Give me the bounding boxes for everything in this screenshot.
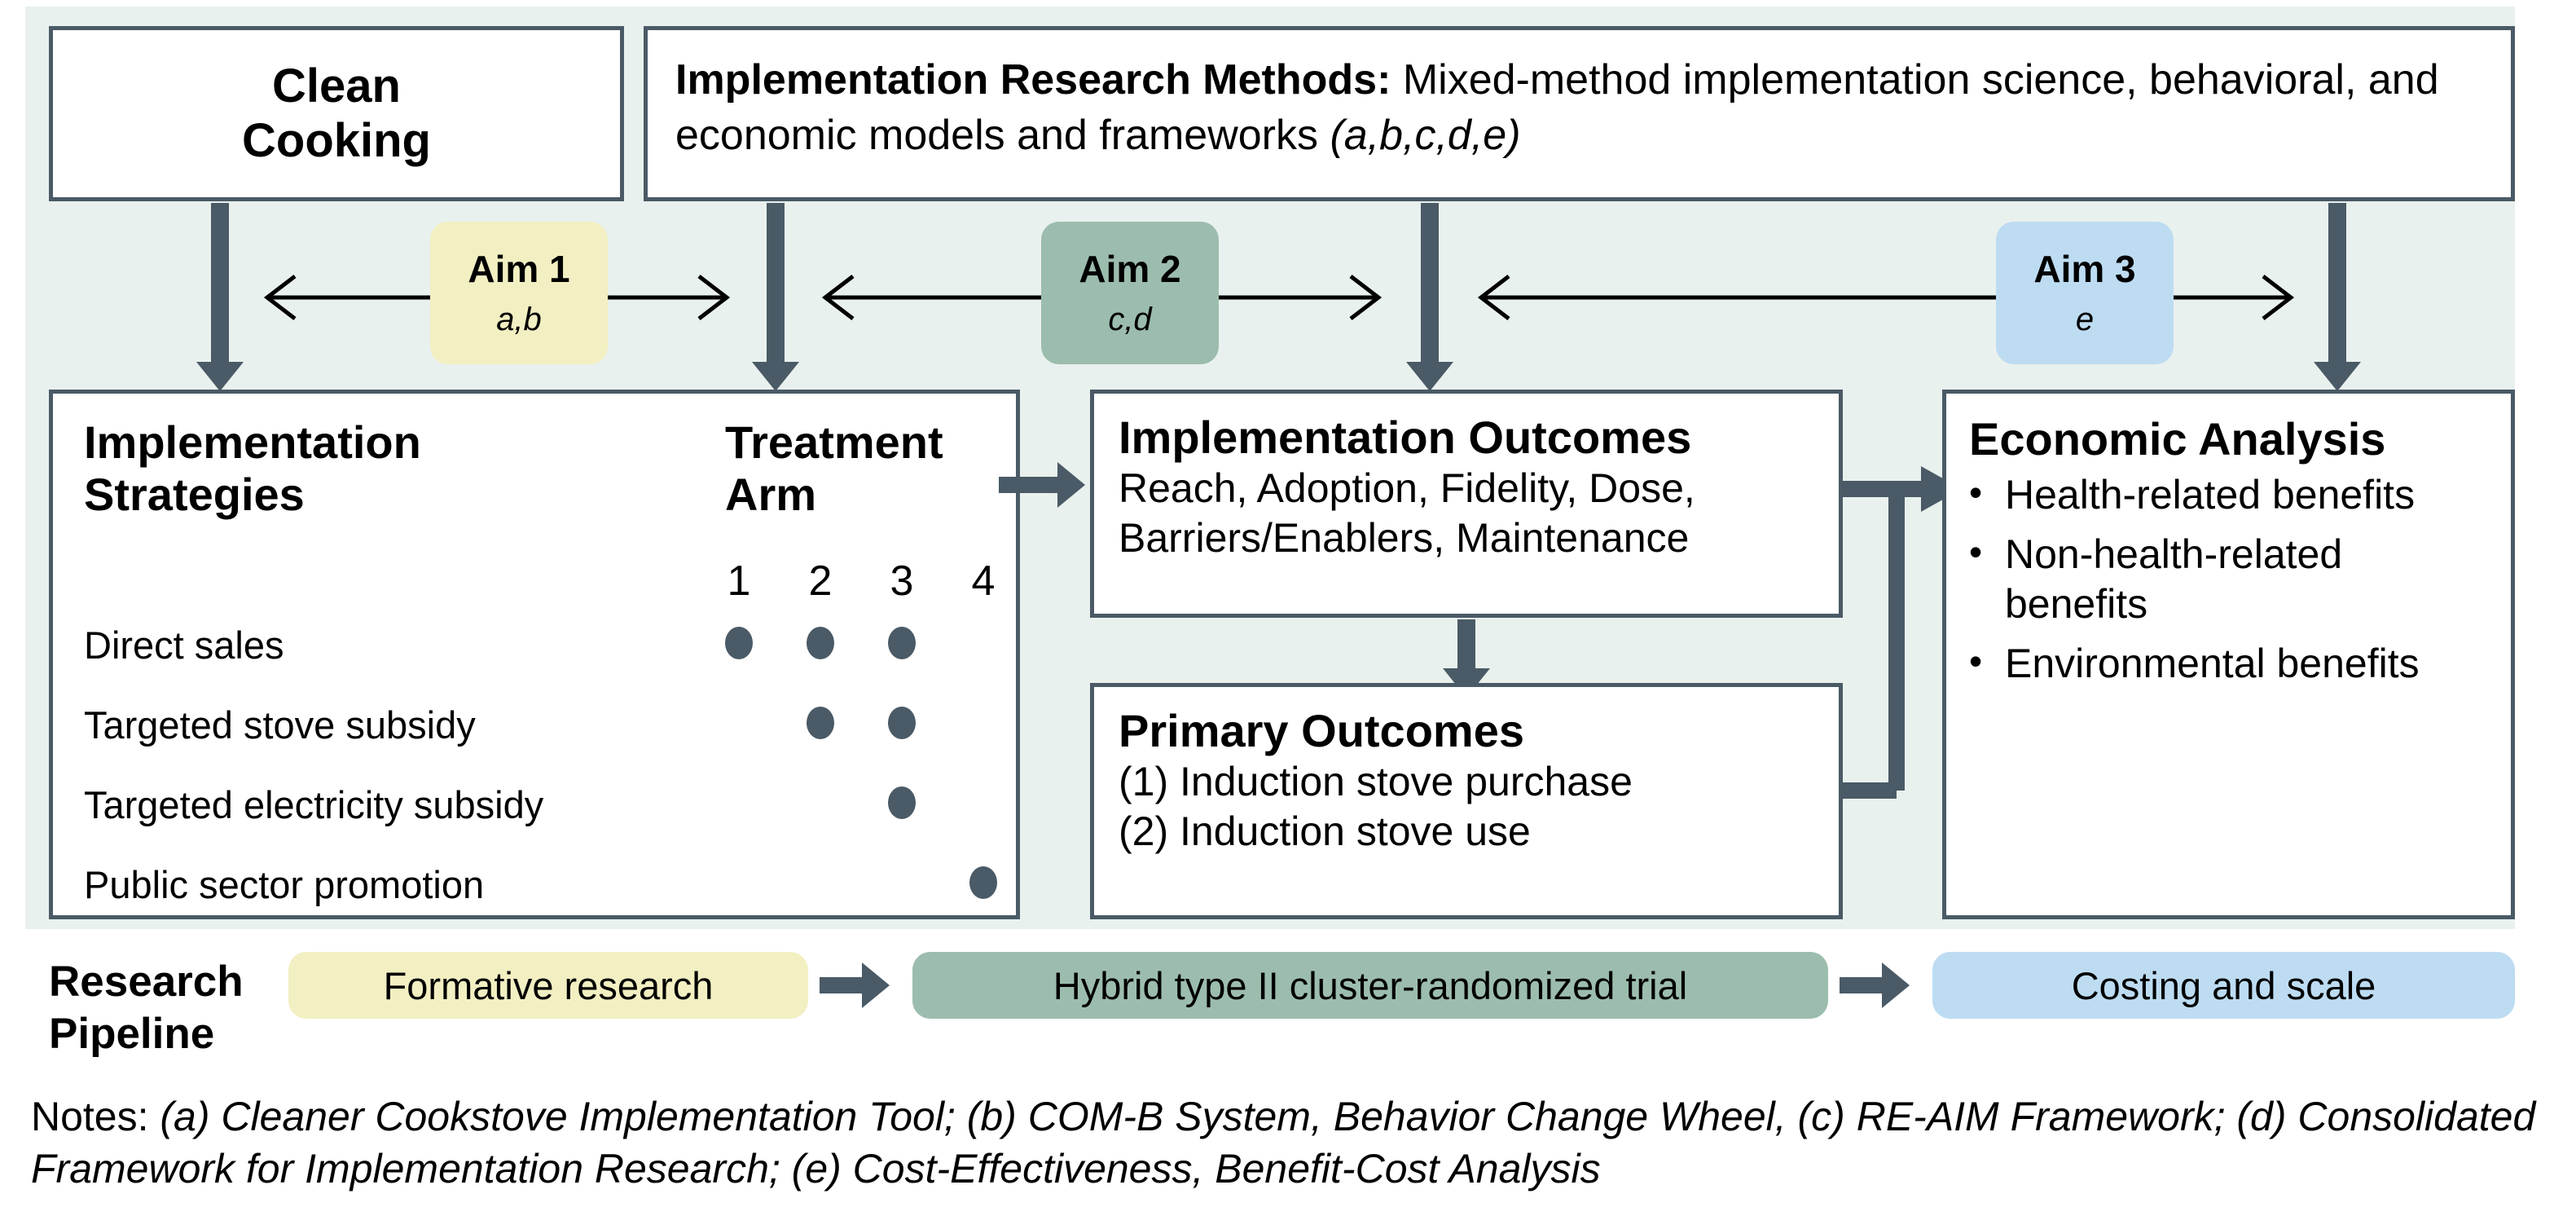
- aim-2-pill[interactable]: Aim 2 c,d: [1041, 222, 1219, 364]
- aim-1-pill[interactable]: Aim 1 a,b: [430, 222, 608, 364]
- connector-outcomes-to-economic: [1843, 466, 1962, 799]
- aim-2-name: Aim 2: [1079, 248, 1181, 291]
- matrix-dot: [888, 786, 916, 819]
- arrow-methods-to-strategies: [767, 203, 785, 363]
- economic-bullet-2: Non-health-related benefits: [2005, 531, 2343, 628]
- pipeline-stage-formative-research[interactable]: Formative research: [288, 952, 808, 1019]
- clean-cooking-box: Clean Cooking: [49, 26, 624, 201]
- implementation-research-methods-box: Implementation Research Methods: Mixed-m…: [644, 26, 2515, 201]
- pipeline-stage-costing-and-scale[interactable]: Costing and scale: [1932, 952, 2515, 1019]
- arrow-outcomes-to-primary: [1457, 619, 1475, 670]
- aim-3-pill[interactable]: Aim 3 e: [1996, 222, 2174, 364]
- strategies-title-line1: Implementation: [84, 416, 421, 468]
- arrow-methods-to-outcomes: [1421, 203, 1439, 363]
- bullet-marker-icon: •: [1969, 531, 1983, 574]
- notes-block: Notes: (a) Cleaner Cookstove Implementat…: [31, 1090, 2548, 1195]
- pipeline-stage-hybrid-trial[interactable]: Hybrid type II cluster-randomized trial: [912, 952, 1828, 1019]
- strategy-row-label-4: Public sector promotion: [84, 863, 485, 906]
- pipeline-stage-label: Costing and scale: [2071, 963, 2376, 1007]
- matrix-dot: [969, 866, 997, 899]
- primary-outcomes-line2: (2) Induction stove use: [1119, 808, 1531, 855]
- primary-outcomes-line1: (1) Induction stove purchase: [1119, 759, 1633, 805]
- aim-3-refs: e: [2075, 301, 2095, 337]
- economic-analysis-box: Economic Analysis • Health-related benef…: [1942, 390, 2515, 919]
- strategies-title-line2: Strategies: [84, 469, 305, 521]
- matrix-dot: [807, 627, 834, 659]
- economic-bullet-1: Health-related benefits: [2005, 472, 2416, 518]
- primary-outcomes-title: Primary Outcomes: [1119, 705, 1524, 756]
- clean-cooking-line1: Clean: [272, 59, 401, 112]
- arm-number-3: 3: [890, 557, 914, 605]
- implementation-outcomes-title: Implementation Outcomes: [1119, 412, 1692, 463]
- methods-label: Implementation Research Methods:: [675, 56, 1391, 104]
- strategies-title: Implementation Strategies: [84, 416, 421, 522]
- methods-body: Mixed-method implementation science, beh…: [675, 56, 2439, 159]
- arrow-methods-to-economic: [2328, 203, 2346, 363]
- arm-number-2: 2: [808, 557, 833, 605]
- research-pipeline-label-line2: Pipeline: [49, 1009, 215, 1058]
- strategy-row-label-2: Targeted stove subsidy: [84, 703, 476, 747]
- clean-cooking-line2: Cooking: [242, 113, 431, 167]
- notes-text: (a) Cleaner Cookstove Implementation Too…: [31, 1094, 2536, 1192]
- implementation-outcomes-line1: Reach, Adoption, Fidelity, Dose,: [1119, 465, 1695, 512]
- arrow-pipeline-2-to-3: [1840, 977, 1884, 993]
- bullet-marker-icon: •: [1969, 471, 1983, 514]
- aim3-span-arrow: [1477, 275, 2295, 320]
- aim-2-refs: c,d: [1108, 301, 1152, 337]
- methods-refs: (a,b,c,d,e): [1330, 111, 1521, 159]
- strategy-row-label-1: Direct sales: [84, 623, 284, 667]
- implementation-strategies-box: Implementation Strategies Treatment Arm …: [49, 390, 1020, 919]
- aim-1-name: Aim 1: [468, 248, 570, 291]
- pipeline-stage-label: Formative research: [383, 963, 714, 1007]
- research-pipeline-label: Research Pipeline: [49, 956, 244, 1059]
- arrow-pipeline-1-to-2: [820, 977, 864, 993]
- arrow-strategies-to-outcomes: [999, 477, 1059, 493]
- treatment-arm-title: Treatment Arm: [725, 416, 943, 522]
- arm-number-4: 4: [971, 557, 996, 605]
- matrix-dot: [888, 707, 916, 739]
- methods-text: Implementation Research Methods: Mixed-m…: [675, 53, 2483, 163]
- pipeline-stage-label: Hybrid type II cluster-randomized trial: [1053, 963, 1688, 1007]
- implementation-outcomes-line2: Barriers/Enablers, Maintenance: [1119, 515, 1690, 562]
- implementation-outcomes-box: Implementation Outcomes Reach, Adoption,…: [1090, 390, 1843, 618]
- notes-prefix: Notes:: [31, 1094, 160, 1139]
- economic-bullet-3: Environmental benefits: [2005, 641, 2420, 687]
- aim-3-name: Aim 3: [2033, 248, 2136, 291]
- treatment-arm-line1: Treatment: [725, 416, 943, 468]
- aim-1-refs: a,b: [496, 301, 542, 337]
- primary-outcomes-box: Primary Outcomes (1) Induction stove pur…: [1090, 683, 1843, 919]
- matrix-dot: [888, 627, 916, 659]
- matrix-dot: [725, 627, 753, 659]
- bullet-marker-icon: •: [1969, 640, 1983, 683]
- arrow-clean-cooking-down: [211, 203, 229, 363]
- arm-number-1: 1: [727, 557, 751, 605]
- research-pipeline-label-line1: Research: [49, 958, 244, 1006]
- strategy-row-label-3: Targeted electricity subsidy: [84, 783, 544, 826]
- matrix-dot: [807, 707, 834, 739]
- economic-analysis-title: Economic Analysis: [1969, 413, 2386, 465]
- treatment-arm-line2: Arm: [725, 469, 817, 521]
